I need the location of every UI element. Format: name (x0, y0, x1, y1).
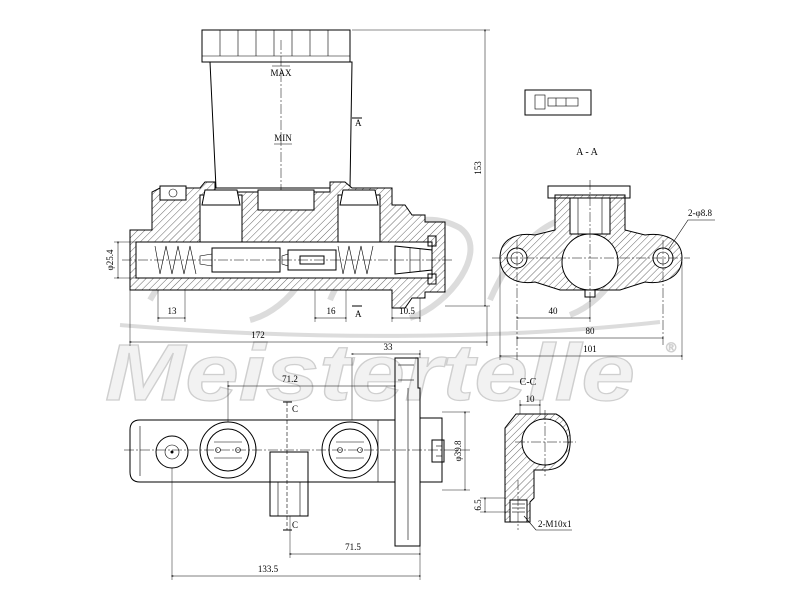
section-a-a-view: A - A 2-φ8.8 40 80 (492, 89, 715, 360)
clip-detail (524, 89, 592, 116)
nose-tab (431, 439, 445, 463)
thread-leader (523, 515, 572, 531)
watermark-registered: ® (666, 339, 677, 355)
bleed-boss (159, 185, 187, 201)
reservoir-cap-ribs (202, 30, 350, 57)
d133-5-label: 133.5 (258, 564, 279, 574)
side-outlet-boss (269, 451, 309, 517)
section-c-dimensions: 10 6.5 2-M10x1 (473, 394, 572, 531)
section-mark-a: A A (352, 117, 362, 319)
d71-2-label: 71.2 (282, 374, 298, 384)
d71-5-label: 71.5 (345, 542, 361, 552)
d16-label: 16 (327, 306, 337, 316)
height-label: 153 (473, 161, 483, 175)
top-view: C C 33 71.2 φ39.8 71.5 (124, 342, 470, 580)
return-spring-front (337, 245, 374, 275)
section-c-top-label: C (292, 404, 298, 414)
min-label: MIN (274, 133, 292, 143)
watermark: Meistertelle ® (104, 213, 677, 418)
threaded-port (509, 499, 528, 523)
section-a-dimensions: 2-φ8.8 40 80 101 (498, 208, 715, 360)
bleed-port-top (155, 435, 189, 469)
d101-label: 101 (583, 344, 597, 354)
seal-bottom (427, 273, 437, 285)
side-view-dimensions: 153 φ25.4 13 16 10.5 172 (105, 28, 490, 346)
cylinder-body (122, 181, 452, 309)
d33-label: 33 (384, 342, 394, 352)
top-view-dimensions: 33 71.2 φ39.8 71.5 133.5 (170, 342, 470, 580)
section-c-c-view: C-C 10 6.5 2-M10x1 (473, 377, 576, 531)
seal-top (427, 235, 437, 247)
grommet-front (339, 189, 379, 206)
top-body-outline (129, 419, 396, 483)
d13-label: 13 (168, 306, 178, 316)
holes-leader (667, 219, 715, 251)
reservoir: MAX MIN (201, 29, 353, 192)
section-c-bottom-label: C (292, 520, 298, 530)
section-a-title: A - A (576, 147, 598, 158)
section-mark-c: C C (283, 401, 298, 531)
side-section-view: MAX MIN A A (105, 28, 490, 346)
bleed-hole (168, 188, 178, 198)
max-label: MAX (270, 68, 292, 78)
d10-label: 10 (526, 394, 536, 404)
grommet-rear (201, 189, 241, 206)
holes-label: 2-φ8.8 (688, 208, 712, 218)
section-c-title: C-C (520, 377, 537, 388)
bore-label: φ25.4 (105, 249, 115, 270)
d6-5-label: 6.5 (473, 499, 483, 511)
reservoir-clip (257, 189, 315, 211)
flange-diameter-label: φ39.8 (453, 440, 463, 461)
length-label: 172 (251, 330, 265, 340)
mounting-flange (394, 357, 421, 547)
d40-label: 40 (549, 306, 559, 316)
d80-label: 80 (586, 326, 596, 336)
section-a-top-label: A (355, 118, 362, 128)
section-a-bottom-label: A (355, 309, 362, 319)
watermark-brand: Meistertelle (105, 328, 635, 417)
d10-5-label: 10.5 (399, 306, 415, 316)
thread-label: 2-M10x1 (538, 519, 572, 529)
